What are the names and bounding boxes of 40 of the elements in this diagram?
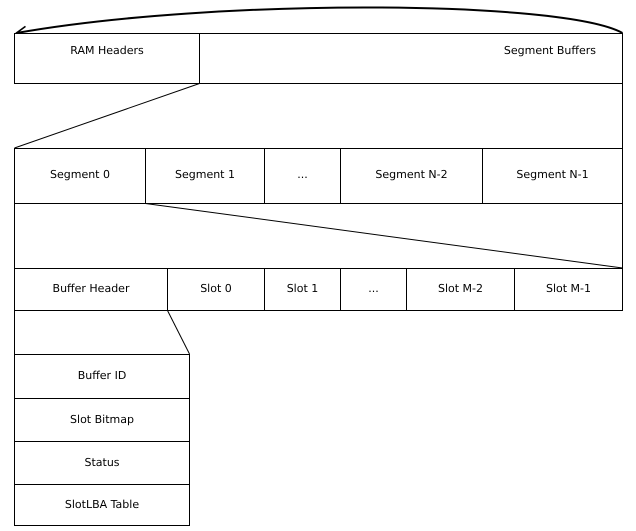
field-row	[14, 484, 190, 526]
expansion-line	[622, 83, 623, 148]
memory-region	[14, 33, 200, 84]
expansion-line	[14, 310, 15, 354]
cell-label: Buffer ID	[76, 369, 128, 382]
cell-label: Slot M-1	[544, 282, 592, 295]
cell-label: RAM Headers	[69, 44, 145, 57]
expansion-line	[167, 310, 190, 354]
cell-label: Slot 0	[199, 282, 233, 295]
memory-region	[199, 33, 623, 84]
memory-cell	[514, 268, 623, 311]
cell-label: Slot Bitmap	[69, 413, 135, 426]
memory-cell	[340, 268, 407, 311]
cell-label: Segment N-1	[515, 168, 590, 181]
memory-cell	[167, 268, 265, 311]
field-row	[14, 354, 190, 399]
memory-cell	[145, 148, 265, 204]
memory-cell	[482, 148, 623, 204]
cell-label: SlotLBA Table	[64, 498, 140, 511]
expansion-line	[622, 203, 623, 268]
cell-label: ...	[367, 282, 380, 295]
memory-cell	[406, 268, 515, 311]
field-row	[14, 441, 190, 485]
cell-label: Slot 1	[286, 282, 320, 295]
memory-cell	[264, 268, 341, 311]
memory-cell	[14, 148, 146, 204]
field-row	[14, 398, 190, 442]
cell-label: ...	[296, 168, 309, 181]
cell-label: Segment 1	[174, 168, 236, 181]
cell-label: Segment 0	[49, 168, 111, 181]
cell-label: Slot M-2	[436, 282, 484, 295]
memory-cell	[14, 268, 168, 311]
cell-label: Segment N-2	[374, 168, 449, 181]
cell-label: Buffer Header	[52, 282, 130, 295]
cell-label: Status	[83, 456, 121, 469]
memory-cell	[264, 148, 341, 204]
cell-label: Segment Buffers	[504, 44, 596, 57]
memory-cell	[340, 148, 483, 204]
expansion-line	[14, 203, 15, 268]
expansion-line	[14, 83, 200, 148]
